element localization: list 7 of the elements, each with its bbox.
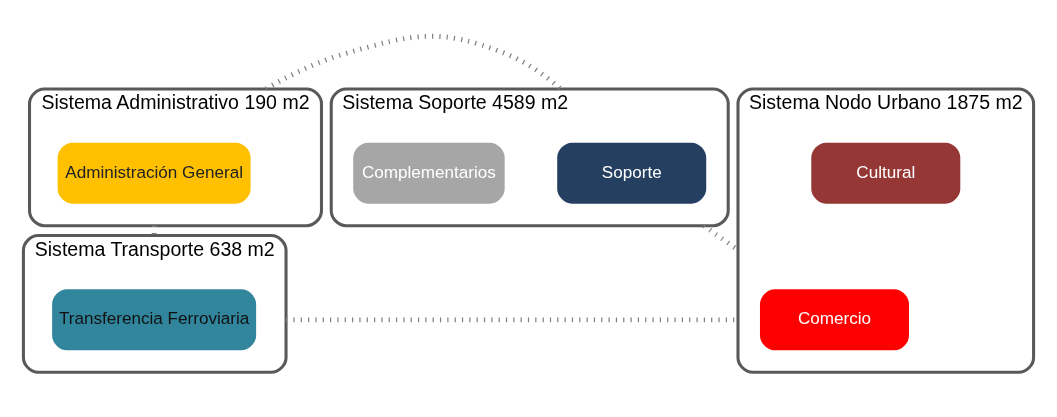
node-box: Comercio [759,288,909,350]
node-box: Administración General [57,142,251,204]
node-box: Cultural [811,142,961,204]
node-box: Transferencia Ferroviaria [52,288,257,350]
node-box: Soporte [557,142,707,204]
node-box: Complementarios [353,142,505,204]
connector [264,33,563,91]
